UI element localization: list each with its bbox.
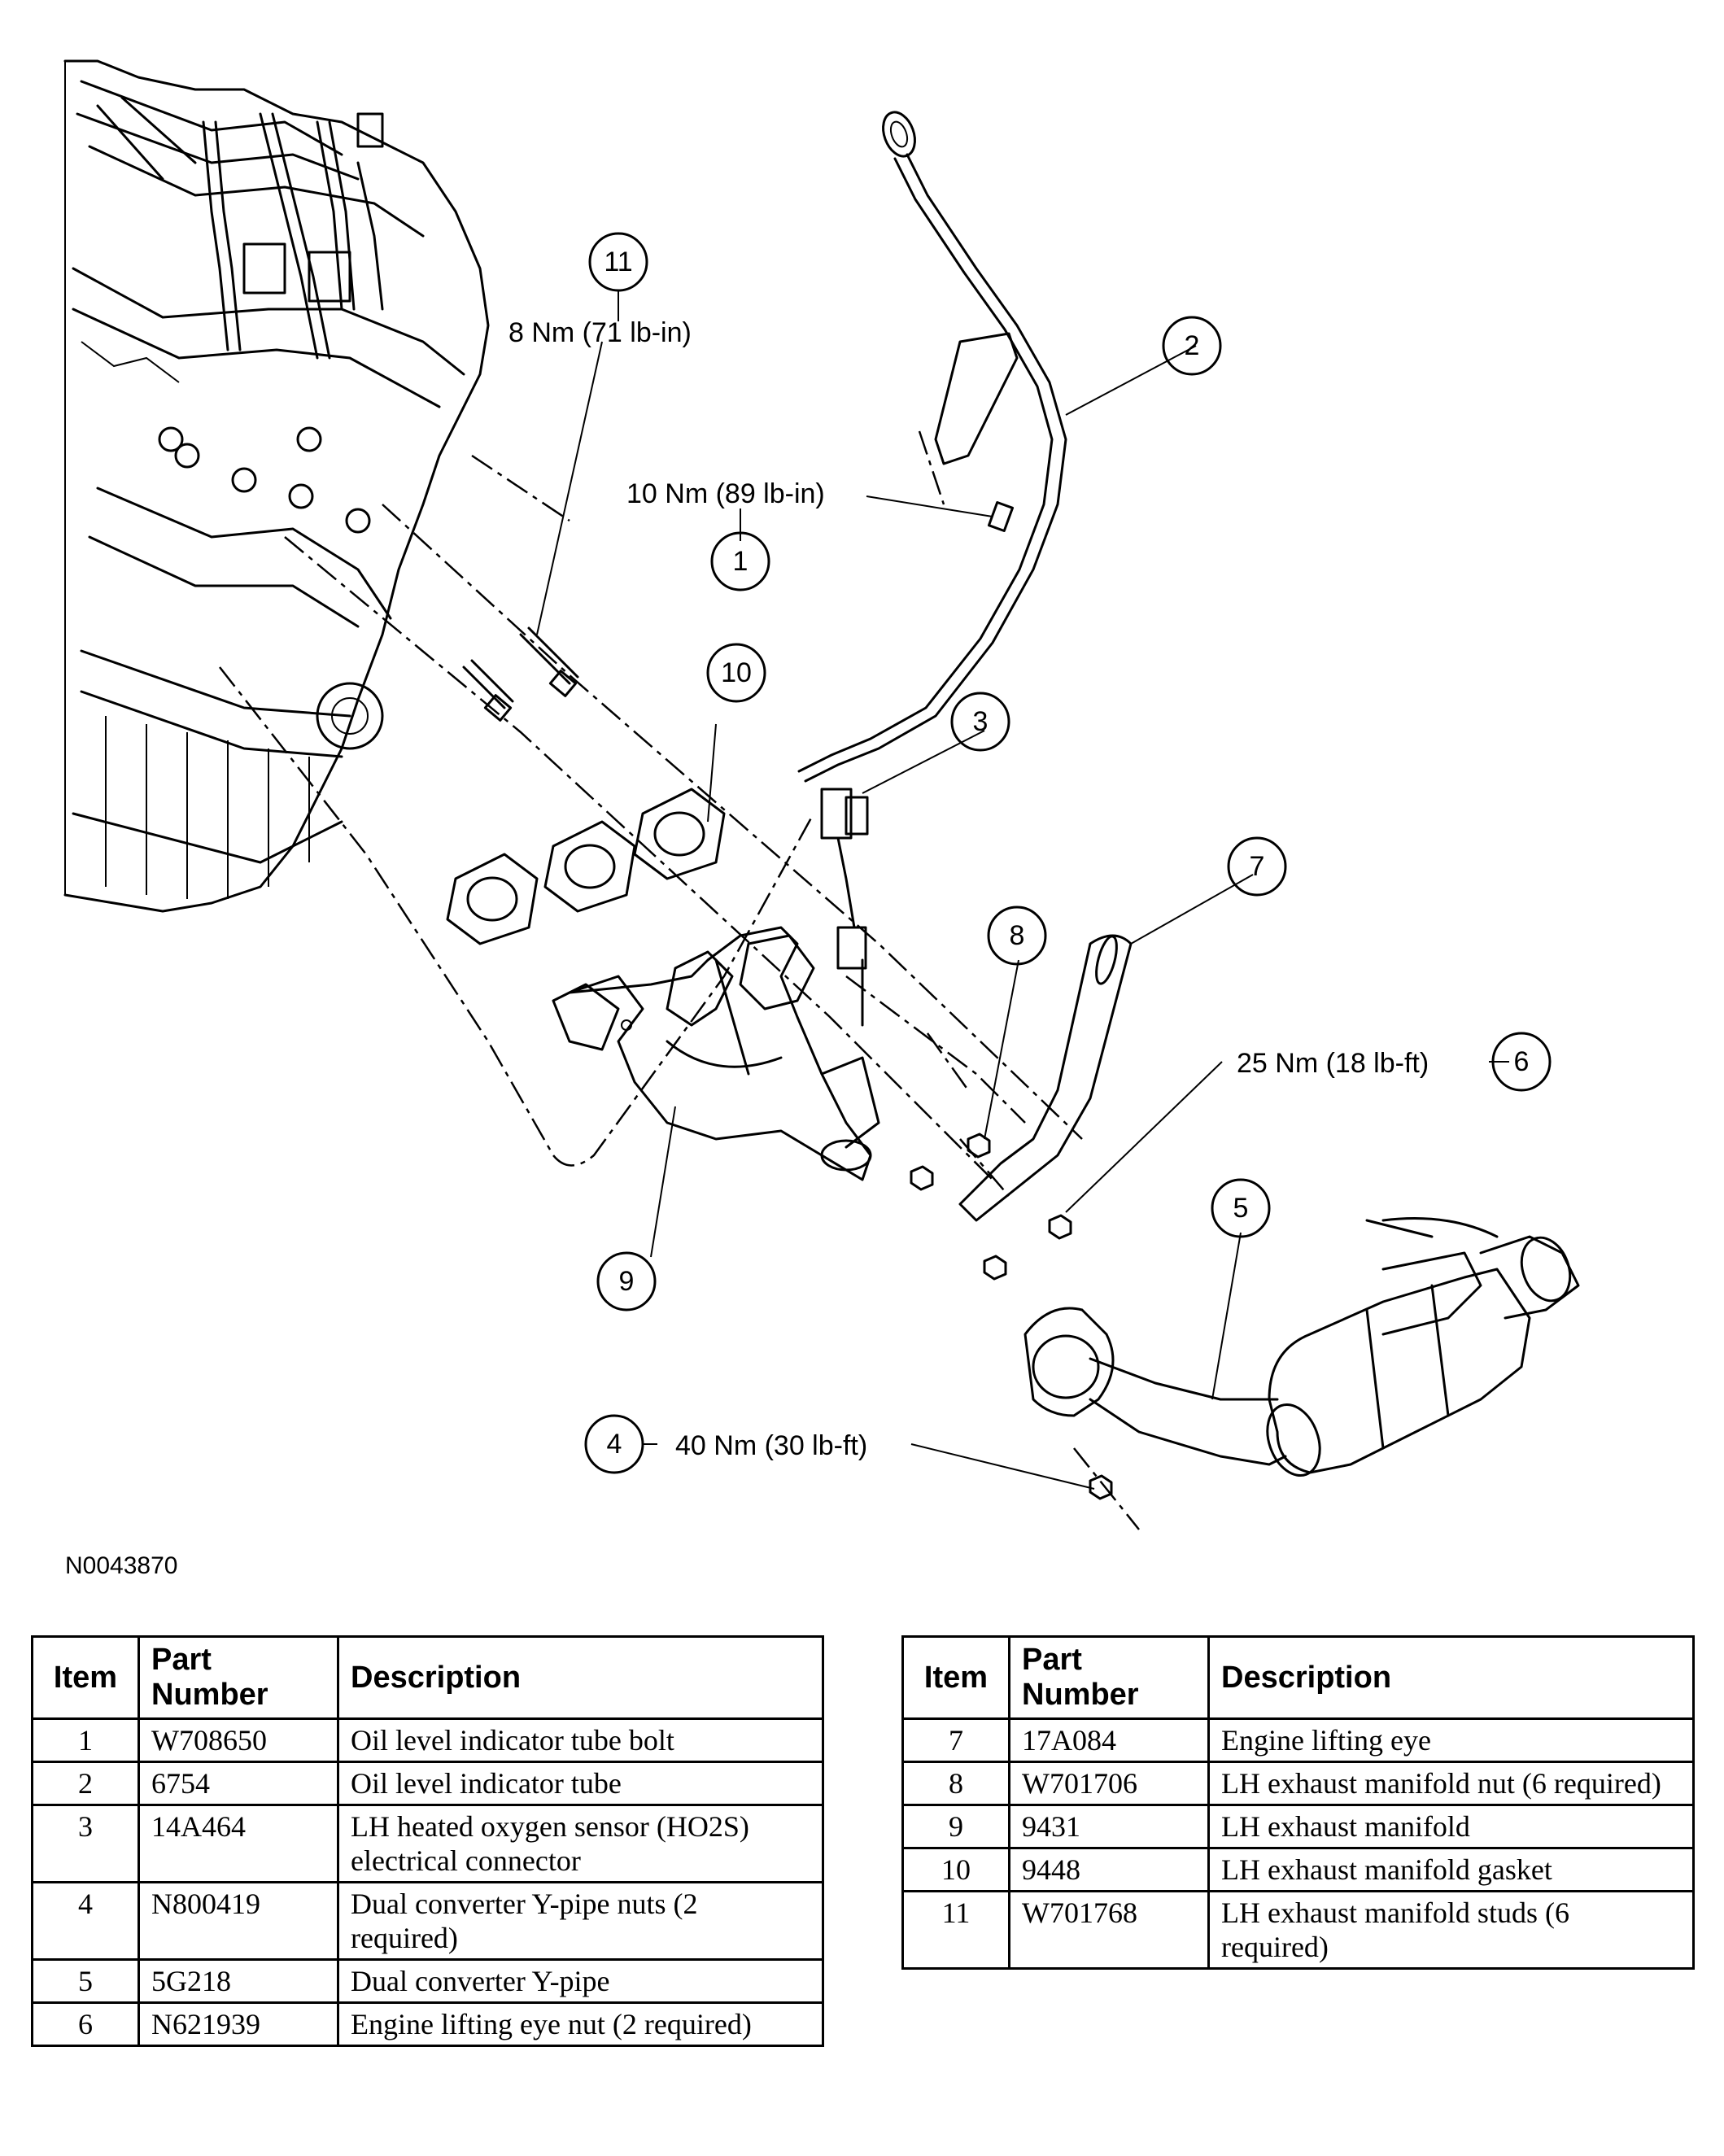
cell-description: LH exhaust manifold nut (6 required) [1207,1761,1695,1806]
table-row: 3 14A464 LH heated oxygen sensor (HO2S) … [31,1804,824,1883]
callout-4-number: 4 [607,1429,622,1460]
cell-item: 2 [31,1761,140,1806]
cell-description: Engine lifting eye [1207,1717,1695,1763]
cell-description: Oil level indicator tube [337,1761,824,1806]
cell-part-number: 6754 [137,1761,339,1806]
callout-2-number: 2 [1185,330,1200,361]
cell-item: 3 [31,1804,140,1883]
callout-4-torque: 40 Nm (30 lb-ft) [675,1430,867,1461]
callout-1-number: 1 [733,546,749,577]
callout-5: 5 [1211,1178,1271,1238]
callout-7: 7 [1227,836,1287,897]
alignment-lines [219,430,1140,1530]
manifold-gaskets [446,788,726,945]
parts-table-right: Item Part Number Description 7 17A084 En… [901,1635,1695,1970]
cell-item: 11 [901,1890,1010,1970]
oil-level-tube-illustration [797,111,1067,783]
callout-6-torque: 25 Nm (18 lb-ft) [1237,1048,1429,1079]
callout-6-number: 6 [1514,1046,1530,1077]
cell-description: Oil level indicator tube bolt [337,1717,824,1763]
cell-part-number: W708650 [137,1717,339,1763]
callout-8-number: 8 [1010,920,1025,951]
table-row: 1 W708650 Oil level indicator tube bolt [31,1717,824,1763]
table-header-row: Item Part Number Description [31,1635,824,1720]
cell-item: 7 [901,1717,1010,1763]
callout-11-torque: 8 Nm (71 lb-in) [508,317,692,348]
header-item: Item [31,1635,140,1720]
table-row: 10 9448 LH exhaust manifold gasket [901,1847,1695,1892]
table-row: 4 N800419 Dual converter Y-pipe nuts (2 … [31,1881,824,1961]
figure-id: N0043870 [65,1552,178,1579]
parts-table-left: Item Part Number Description 1 W708650 O… [31,1635,824,2047]
callout-7-number: 7 [1250,851,1265,882]
cell-part-number: 5G218 [137,1958,339,2004]
cell-item: 4 [31,1881,140,1961]
callout-9-number: 9 [619,1266,635,1297]
cell-part-number: W701768 [1008,1890,1210,1970]
header-description: Description [1207,1635,1695,1720]
callout-2: 2 [1162,316,1222,376]
table-row: 7 17A084 Engine lifting eye [901,1717,1695,1763]
cell-part-number: W701706 [1008,1761,1210,1806]
callout-3-number: 3 [973,706,989,737]
callout-5-number: 5 [1233,1193,1249,1224]
y-pipe-converter-illustration [1023,1217,1580,1477]
exploded-view-diagram: 11 8 Nm (71 lb-in) 2 10 Nm (89 lb-in) 1 … [63,59,1580,1530]
cell-part-number: 9448 [1008,1847,1210,1892]
callout-6: 25 Nm (18 lb-ft) 6 [1237,1032,1552,1092]
cell-description: LH exhaust manifold [1207,1804,1695,1849]
callout-11: 11 8 Nm (71 lb-in) [508,232,692,348]
header-part-number: Part Number [137,1635,339,1720]
cell-item: 5 [31,1958,140,2004]
cell-item: 10 [901,1847,1010,1892]
header-item: Item [901,1635,1010,1720]
header-part-number: Part Number [1008,1635,1210,1720]
fastener-nuts [910,1133,1113,1500]
header-description: Description [337,1635,824,1720]
engine-lifting-eye-illustration [958,934,1133,1222]
cell-part-number: N621939 [137,2001,339,2047]
callout-10: 10 [706,643,766,703]
cell-description: LH exhaust manifold gasket [1207,1847,1695,1892]
cell-item: 8 [901,1761,1010,1806]
cell-description: LH exhaust manifold studs (6 required) [1207,1890,1695,1970]
engine-block-illustration [63,59,490,913]
callout-4: 4 40 Nm (30 lb-ft) [584,1414,867,1474]
table-row: 9 9431 LH exhaust manifold [901,1804,1695,1849]
table-row: 8 W701706 LH exhaust manifold nut (6 req… [901,1761,1695,1806]
table-row: 5 5G218 Dual converter Y-pipe [31,1958,824,2004]
ho2s-connector-illustration [820,788,869,1027]
cell-part-number: N800419 [137,1881,339,1961]
cell-description: Dual converter Y-pipe [337,1958,824,2004]
cell-description: LH heated oxygen sensor (HO2S) electrica… [337,1804,824,1883]
callout-11-number: 11 [604,247,632,277]
table-row: 2 6754 Oil level indicator tube [31,1761,824,1806]
callout-10-number: 10 [721,657,752,688]
cell-part-number: 17A084 [1008,1717,1210,1763]
cell-description: Dual converter Y-pipe nuts (2 required) [337,1881,824,1961]
exhaust-studs [462,626,579,722]
exhaust-manifold-illustration [552,926,880,1181]
table-row: 11 W701768 LH exhaust manifold studs (6 … [901,1890,1695,1970]
callout-8: 8 [987,906,1047,966]
table-header-row: Item Part Number Description [901,1635,1695,1720]
callout-1: 10 Nm (89 lb-in) 1 [626,478,825,591]
cell-item: 9 [901,1804,1010,1849]
leader-lines [536,290,1509,1490]
callout-1-torque: 10 Nm (89 lb-in) [626,478,825,509]
callout-9: 9 [596,1251,657,1311]
cell-item: 6 [31,2001,140,2047]
callout-3: 3 [950,692,1010,752]
cell-item: 1 [31,1717,140,1763]
cell-part-number: 14A464 [137,1804,339,1883]
table-row: 6 N621939 Engine lifting eye nut (2 requ… [31,2001,824,2047]
cell-description: Engine lifting eye nut (2 required) [337,2001,824,2047]
cell-part-number: 9431 [1008,1804,1210,1849]
